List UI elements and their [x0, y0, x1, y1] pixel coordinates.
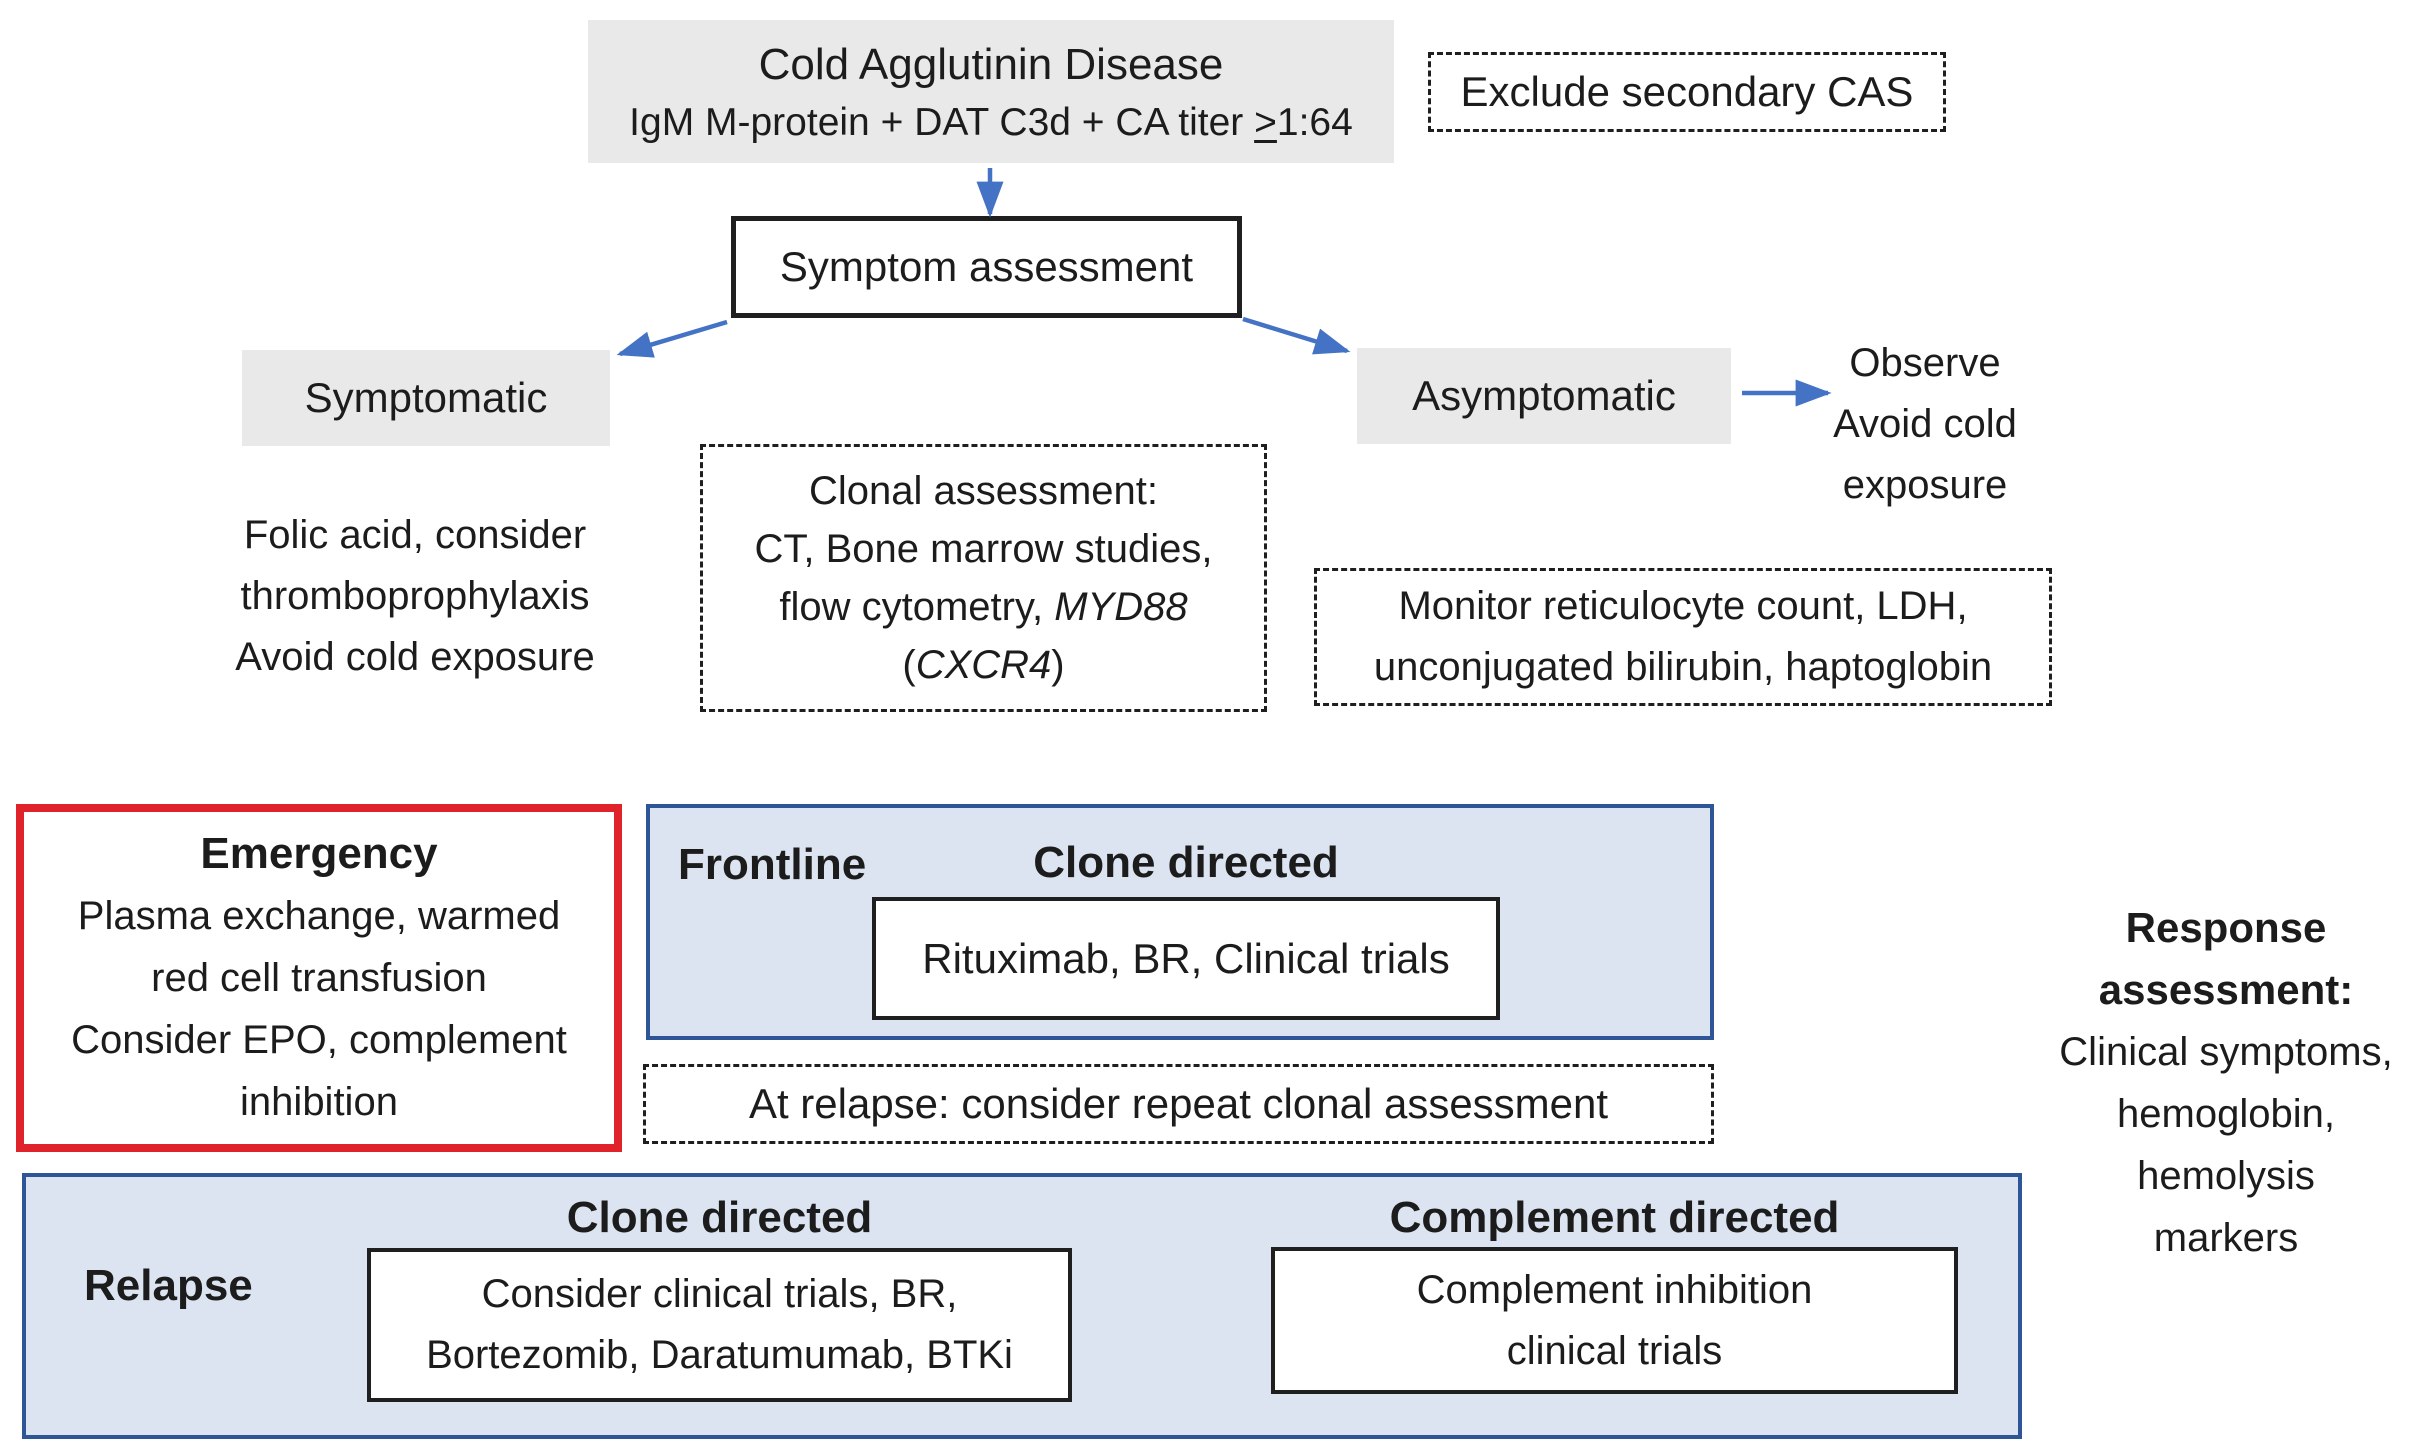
relapse-clone-therapy-line: Consider clinical trials, BR,: [481, 1272, 958, 1316]
relapse-complement-therapy-box: Complement inhibition clinical trials: [1271, 1247, 1958, 1394]
observe-text: Observe Avoid cold exposure: [1775, 333, 2075, 516]
clonal-assessment-line: (CXCR4): [902, 643, 1065, 687]
symptom-assessment-node: Symptom assessment: [731, 216, 1242, 318]
response-assessment-text: Response assessment: Clinical symptoms, …: [2028, 897, 2424, 1269]
supportive-care-line: Avoid cold exposure: [235, 635, 595, 679]
gene-cxcr4: CXCR4: [915, 643, 1052, 687]
frontline-clone-directed-heading: Clone directed: [1033, 838, 1339, 887]
emergency-box: Emergency Plasma exchange, warmed red ce…: [16, 804, 622, 1152]
symptom-assessment-label: Symptom assessment: [779, 243, 1194, 290]
observe-line: Avoid cold: [1833, 402, 2017, 446]
asymptomatic-node: Asymptomatic: [1357, 348, 1731, 444]
frontline-therapy-box: Rituximab, BR, Clinical trials: [872, 897, 1500, 1020]
observe-line: Observe: [1849, 341, 2001, 385]
response-assessment-line: Clinical symptoms,: [2059, 1030, 2393, 1074]
emergency-title: Emergency: [200, 829, 438, 878]
relapse-clone-directed-heading: Clone directed: [566, 1193, 873, 1242]
at-relapse-box: At relapse: consider repeat clonal asses…: [643, 1064, 1714, 1144]
frontline-label: Frontline: [678, 840, 867, 889]
response-assessment-line: markers: [2153, 1216, 2299, 1260]
asymptomatic-label: Asymptomatic: [1412, 372, 1676, 419]
response-assessment-title: assessment:: [2098, 966, 2354, 1013]
clonal-assessment-line: CT, Bone marrow studies,: [754, 527, 1213, 571]
cad-title: Cold Agglutinin Disease: [758, 39, 1224, 89]
symptomatic-label: Symptomatic: [304, 374, 548, 421]
response-assessment-line: hemolysis: [2137, 1154, 2315, 1198]
emergency-line: red cell transfusion: [151, 956, 487, 1000]
clonal-assessment-box: Clonal assessment: CT, Bone marrow studi…: [700, 444, 1267, 712]
relapse-complement-directed-heading: Complement directed: [1389, 1193, 1840, 1242]
relapse-complement-therapy-line: Complement inhibition: [1416, 1267, 1813, 1312]
observe-line: exposure: [1842, 463, 2008, 507]
emergency-line: Consider EPO, complement: [71, 1018, 567, 1062]
frontline-therapy-label: Rituximab, BR, Clinical trials: [922, 934, 1450, 982]
cad-node: Cold Agglutinin Disease IgM M-protein + …: [588, 20, 1394, 163]
gene-myd88: MYD88: [1054, 585, 1188, 629]
relapse-complement-therapy-line: clinical trials: [1506, 1328, 1723, 1373]
exclude-secondary-cas-label: Exclude secondary CAS: [1460, 68, 1914, 115]
geq-symbol: >: [1254, 100, 1277, 144]
monitor-labs-line: Monitor reticulocyte count, LDH,: [1398, 584, 1968, 628]
arrow-to-symptomatic: [616, 319, 728, 358]
cad-subtitle: IgM M-protein + DAT C3d + CA titer >1:64: [629, 100, 1353, 144]
arrow-to-asymptomatic: [1242, 316, 1351, 355]
response-assessment-line: hemoglobin,: [2117, 1092, 2335, 1136]
response-assessment-title: Response: [2125, 904, 2327, 951]
frontline-panel: Frontline Clone directed Rituximab, BR, …: [646, 804, 1714, 1040]
at-relapse-label: At relapse: consider repeat clonal asses…: [748, 1080, 1609, 1127]
supportive-care-line: Folic acid, consider: [243, 513, 587, 557]
clonal-assessment-line: flow cytometry, MYD88: [779, 585, 1188, 629]
emergency-line: Plasma exchange, warmed: [77, 894, 561, 938]
relapse-label: Relapse: [84, 1261, 253, 1310]
relapse-panel: Relapse Clone directed Consider clinical…: [22, 1173, 2022, 1439]
monitor-labs-box: Monitor reticulocyte count, LDH, unconju…: [1314, 568, 2052, 706]
relapse-clone-therapy-box: Consider clinical trials, BR, Bortezomib…: [367, 1248, 1072, 1402]
supportive-care-text: Folic acid, consider thromboprophylaxis …: [140, 505, 690, 688]
exclude-secondary-cas-box: Exclude secondary CAS: [1428, 52, 1946, 132]
supportive-care-line: thromboprophylaxis: [240, 574, 590, 618]
symptomatic-node: Symptomatic: [242, 350, 610, 446]
emergency-line: inhibition: [240, 1080, 398, 1124]
clonal-assessment-line: Clonal assessment:: [808, 469, 1159, 513]
monitor-labs-line: unconjugated bilirubin, haptoglobin: [1373, 645, 1993, 689]
relapse-clone-therapy-line: Bortezomib, Daratumumab, BTKi: [426, 1333, 1013, 1377]
